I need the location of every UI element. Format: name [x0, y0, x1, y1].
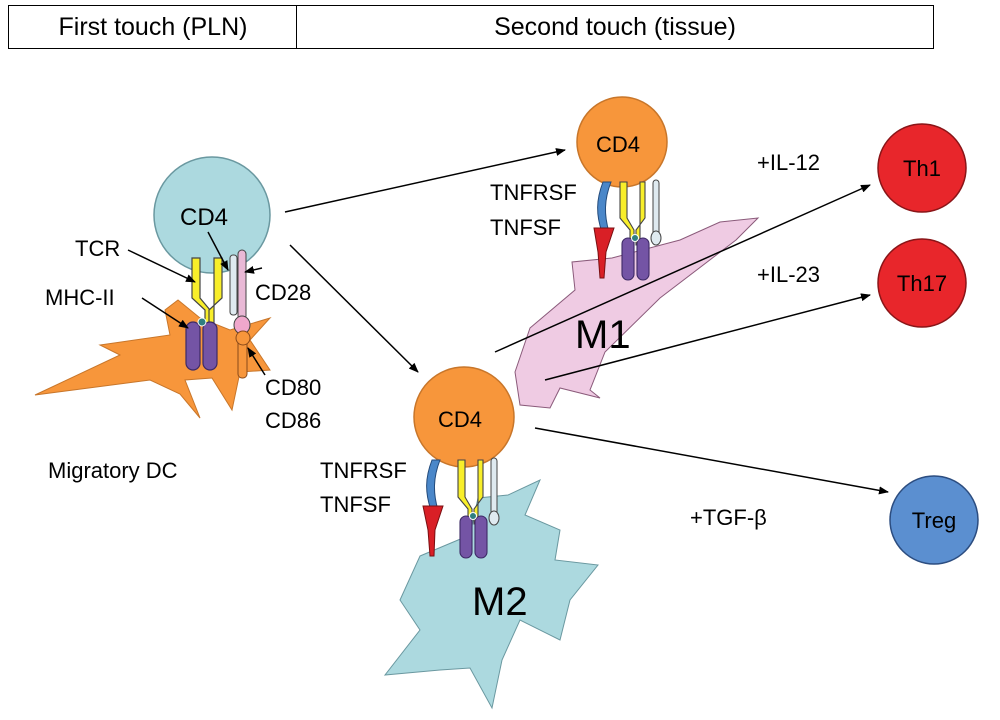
first-touch-header: First touch (PLN) — [8, 5, 298, 49]
treg-label: Treg — [912, 508, 956, 533]
m2-synapse: CD4 TNFRSF TNFSF M2 — [320, 366, 599, 710]
arrow-m2-to-treg — [534, 427, 889, 495]
mhc-ii-molecule — [185, 317, 218, 371]
cd28-label: CD28 — [255, 280, 311, 305]
second-touch-header-label: Second touch (tissue) — [494, 12, 736, 41]
tnfrsf-receptor — [597, 181, 612, 233]
treg-cell — [889, 475, 979, 565]
tgfb-label: +TGF-β — [690, 505, 767, 530]
cd4-label: CD4 — [180, 204, 228, 231]
m2-macrophage-shape — [383, 478, 599, 710]
second-touch-header: Second touch (tissue) — [296, 5, 934, 49]
cd28-receptor — [229, 249, 251, 335]
m2-label: M2 — [472, 580, 528, 624]
cd80-cd86-ligand — [235, 330, 251, 379]
th1-cell — [877, 123, 967, 213]
th1-node: Th1 — [877, 123, 967, 213]
cd4-label: CD4 — [596, 132, 640, 157]
arrow-m1-to-th17 — [544, 293, 871, 381]
cd4-cell — [153, 156, 271, 274]
cd28-receptor — [650, 179, 662, 246]
mhc-ii-label: MHC-II — [45, 285, 115, 310]
migratory-dc-label: Migratory DC — [48, 458, 178, 483]
mhc-ii-molecule — [459, 512, 488, 559]
tnfrsf-receptor — [426, 459, 441, 511]
il23-label: +IL-23 — [757, 262, 820, 287]
arrow-m1-to-th1 — [494, 184, 871, 353]
m1-synapse: CD4 TNFRSF TNFSF M1 — [490, 96, 760, 409]
tnfsf-ligand — [422, 505, 444, 557]
th17-label: Th17 — [897, 271, 947, 296]
tnfrsf-label: TNFRSF — [490, 180, 577, 205]
arrow-first-to-m2 — [289, 244, 419, 373]
cd80-label: CD80 — [265, 375, 321, 400]
th1-label: Th1 — [903, 156, 941, 181]
migratory-dc-shape — [34, 299, 272, 419]
tcr-receptor — [619, 181, 646, 246]
m1-label: M1 — [575, 313, 631, 357]
tnfsf-label: TNFSF — [490, 215, 561, 240]
first-touch-synapse: CD4 TCR MHC-II CD28 C — [34, 156, 321, 483]
cd86-label: CD86 — [265, 408, 321, 433]
tnfsf-ligand — [593, 227, 615, 279]
treg-node: Treg — [889, 475, 979, 565]
mhc-ii-molecule — [621, 234, 650, 281]
il12-label: +IL-12 — [757, 150, 820, 175]
cd28-receptor — [488, 457, 500, 526]
tnfsf-label: TNFSF — [320, 492, 391, 517]
th17-cell — [877, 238, 967, 328]
tnfrsf-label: TNFRSF — [320, 458, 407, 483]
th17-node: Th17 — [877, 238, 967, 328]
tcr-label: TCR — [75, 236, 120, 261]
cd4-label: CD4 — [438, 407, 482, 432]
arrow-first-to-m1 — [284, 148, 566, 213]
pathway-arrows — [284, 148, 889, 495]
first-touch-header-label: First touch (PLN) — [58, 12, 248, 41]
